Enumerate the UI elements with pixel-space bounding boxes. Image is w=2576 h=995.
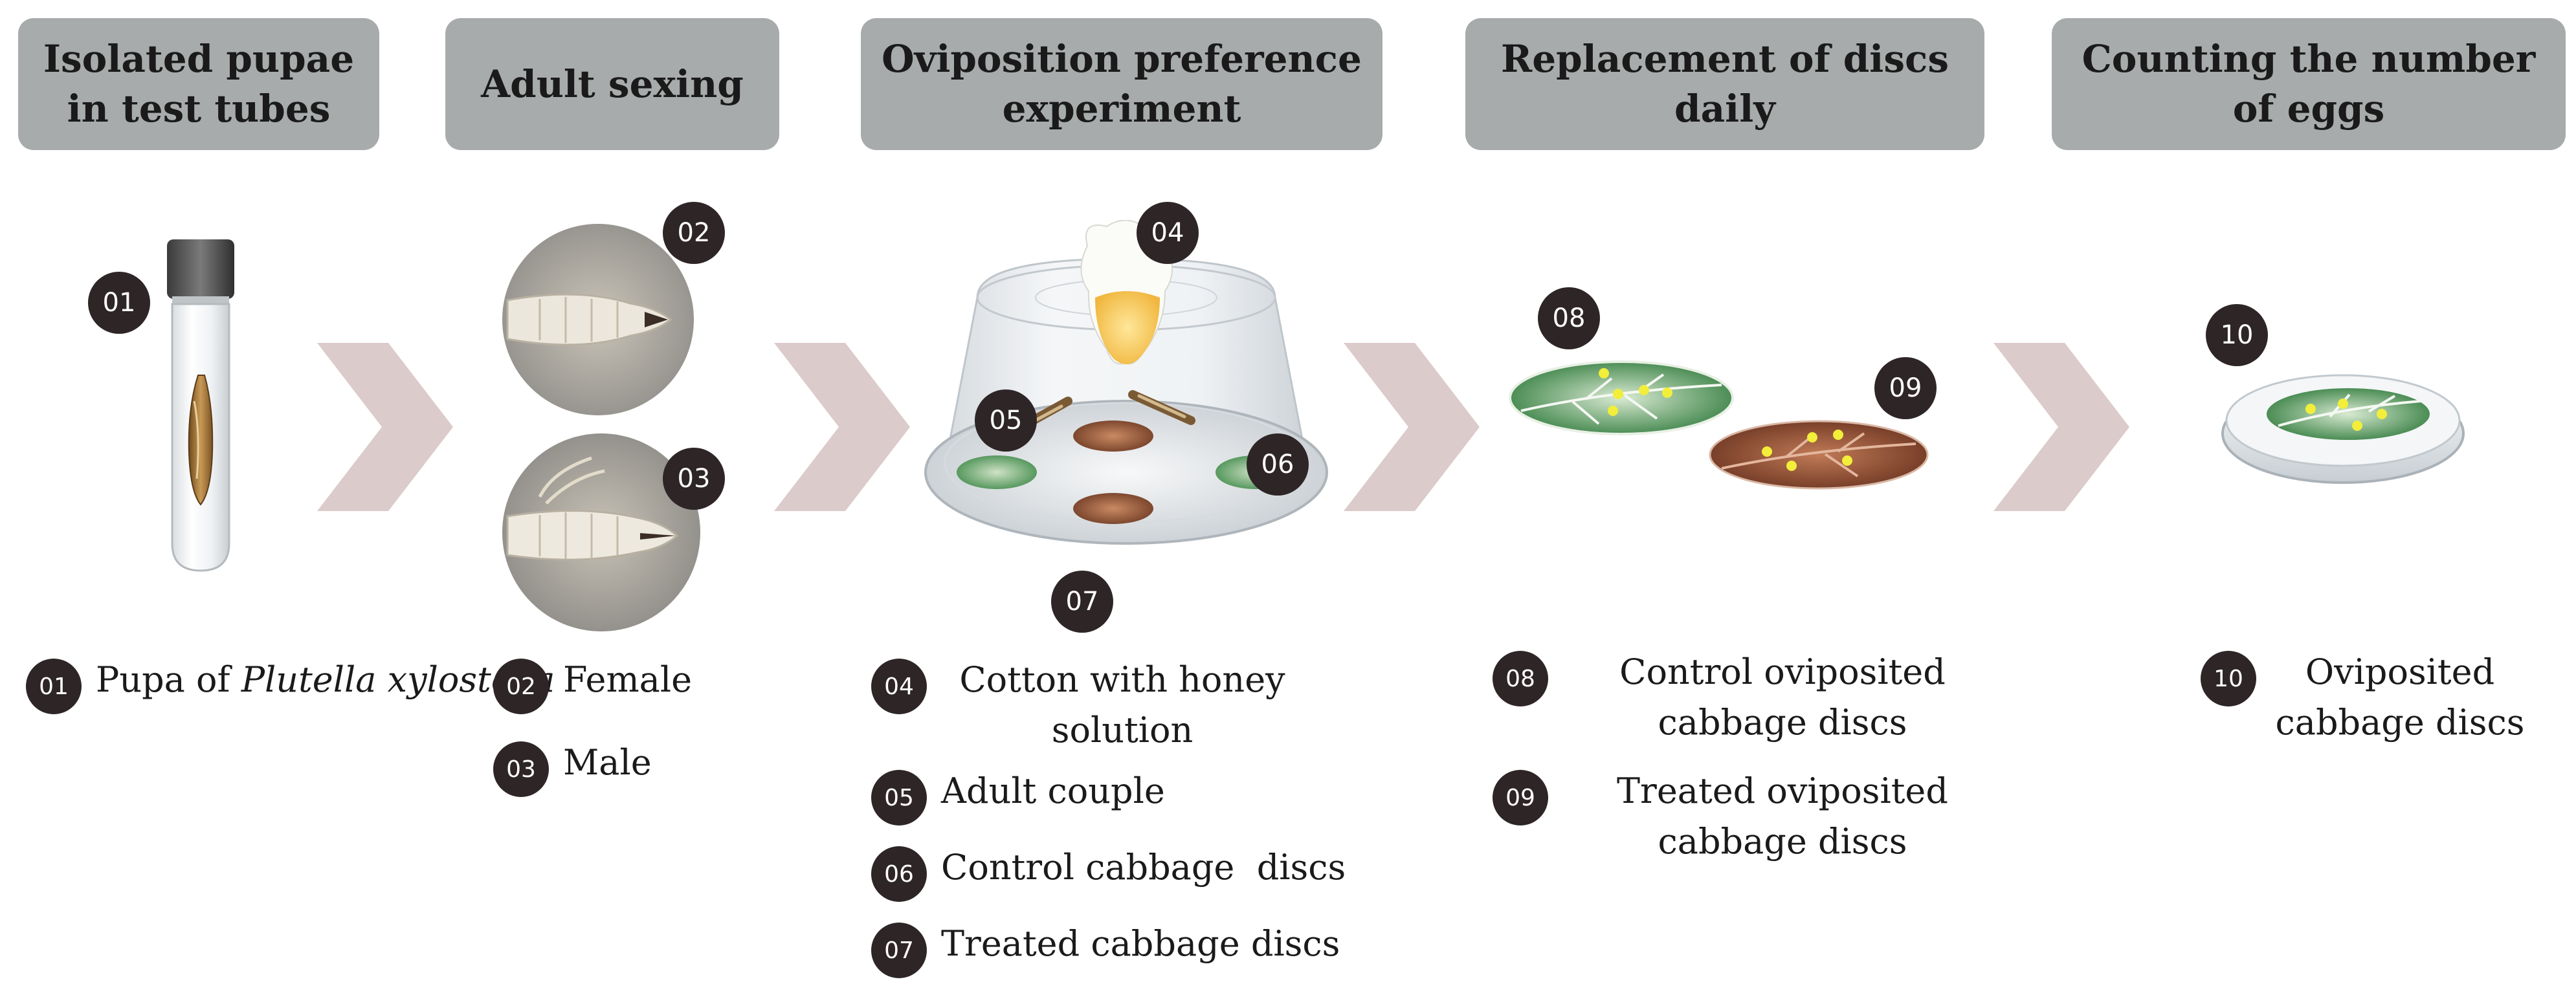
control-oviposited-disc-illustration — [1509, 360, 1734, 435]
badge-08: 08 — [1538, 287, 1600, 349]
step-3-title: Oviposition preference experiment — [882, 37, 1362, 131]
step-5-title: Counting the number of eggs — [2082, 37, 2536, 131]
legend-text-05: Adult couple — [941, 771, 1165, 811]
badge-06: 06 — [1247, 433, 1309, 496]
legend-text-04: Cotton with honey solution — [959, 659, 1285, 751]
badge-04: 04 — [1137, 202, 1199, 264]
petri-dish-illustration — [2221, 374, 2465, 484]
legend-badge-06: 06 — [871, 846, 927, 902]
legend-badge-10: 10 — [2201, 651, 2256, 706]
step-2-title: Adult sexing — [481, 61, 744, 106]
legend-badge-01: 01 — [26, 659, 82, 714]
badge-10: 10 — [2206, 304, 2268, 366]
legend-badge-09: 09 — [1493, 770, 1548, 826]
arrow-chevron-3 — [1344, 343, 1480, 511]
legend-item-08: 08 Control oviposited cabbage discs — [1493, 647, 2003, 749]
legend-item-06: 06 Control cabbage discs — [871, 842, 1346, 902]
step-3-header: Oviposition preference experiment — [861, 18, 1382, 150]
treated-oviposited-disc-illustration — [1709, 420, 1929, 490]
legend-text-03: Male — [563, 742, 652, 783]
legend-badge-08: 08 — [1493, 651, 1548, 706]
male-abdomen-photo — [502, 433, 700, 631]
badge-05: 05 — [975, 389, 1037, 452]
step-4-title: Replacement of discs daily — [1501, 37, 1949, 131]
step-5-header: Counting the number of eggs — [2052, 18, 2566, 150]
test-tube-with-pupa-illustration — [167, 239, 234, 572]
badge-09: 09 — [1874, 357, 1937, 419]
badge-07: 07 — [1051, 571, 1113, 633]
legend-item-05: 05 Adult couple — [871, 766, 1165, 826]
step-2-header: Adult sexing — [445, 18, 779, 150]
legend-item-10: 10 Oviposited cabbage discs — [2201, 647, 2529, 749]
step-1-header: Isolated pupae in test tubes — [18, 18, 379, 150]
legend-item-07: 07 Treated cabbage discs — [871, 919, 1340, 978]
legend-item-09: 09 Treated oviposited cabbage discs — [1493, 766, 2003, 868]
arrow-chevron-4 — [1993, 343, 2129, 511]
legend-text-02: Female — [563, 659, 693, 700]
arrow-chevron-2 — [774, 343, 910, 511]
step-1-title: Isolated pupae in test tubes — [43, 37, 355, 131]
legend-text-01: Pupa of Plutella xylostella — [96, 655, 555, 705]
legend-text-01-a: Pupa of — [96, 659, 241, 700]
legend-badge-04: 04 — [871, 659, 927, 714]
female-abdomen-photo — [502, 224, 694, 415]
legend-item-01: 01 Pupa of Plutella xylostella — [26, 655, 555, 714]
legend-badge-03: 03 — [493, 741, 549, 797]
step-4-header: Replacement of discs daily — [1465, 18, 1984, 150]
legend-text-10: Oviposited cabbage discs — [2275, 651, 2525, 743]
badge-02: 02 — [663, 202, 725, 264]
oviposition-cage-illustration — [924, 220, 1328, 545]
legend-badge-07: 07 — [871, 923, 927, 978]
legend-text-07: Treated cabbage discs — [941, 923, 1340, 964]
legend-badge-02: 02 — [493, 659, 549, 714]
legend-item-04: 04 Cotton with honey solution — [871, 655, 1304, 756]
legend-text-08: Control oviposited cabbage discs — [1619, 651, 1946, 743]
legend-item-03: 03 Male — [493, 738, 652, 797]
badge-03: 03 — [663, 448, 725, 510]
legend-text-06: Control cabbage discs — [941, 847, 1346, 888]
legend-text-09: Treated oviposited cabbage discs — [1617, 771, 1948, 862]
legend-item-02: 02 Female — [493, 655, 692, 714]
arrow-chevron-1 — [317, 343, 453, 511]
legend-badge-05: 05 — [871, 770, 927, 826]
badge-01: 01 — [88, 272, 150, 334]
